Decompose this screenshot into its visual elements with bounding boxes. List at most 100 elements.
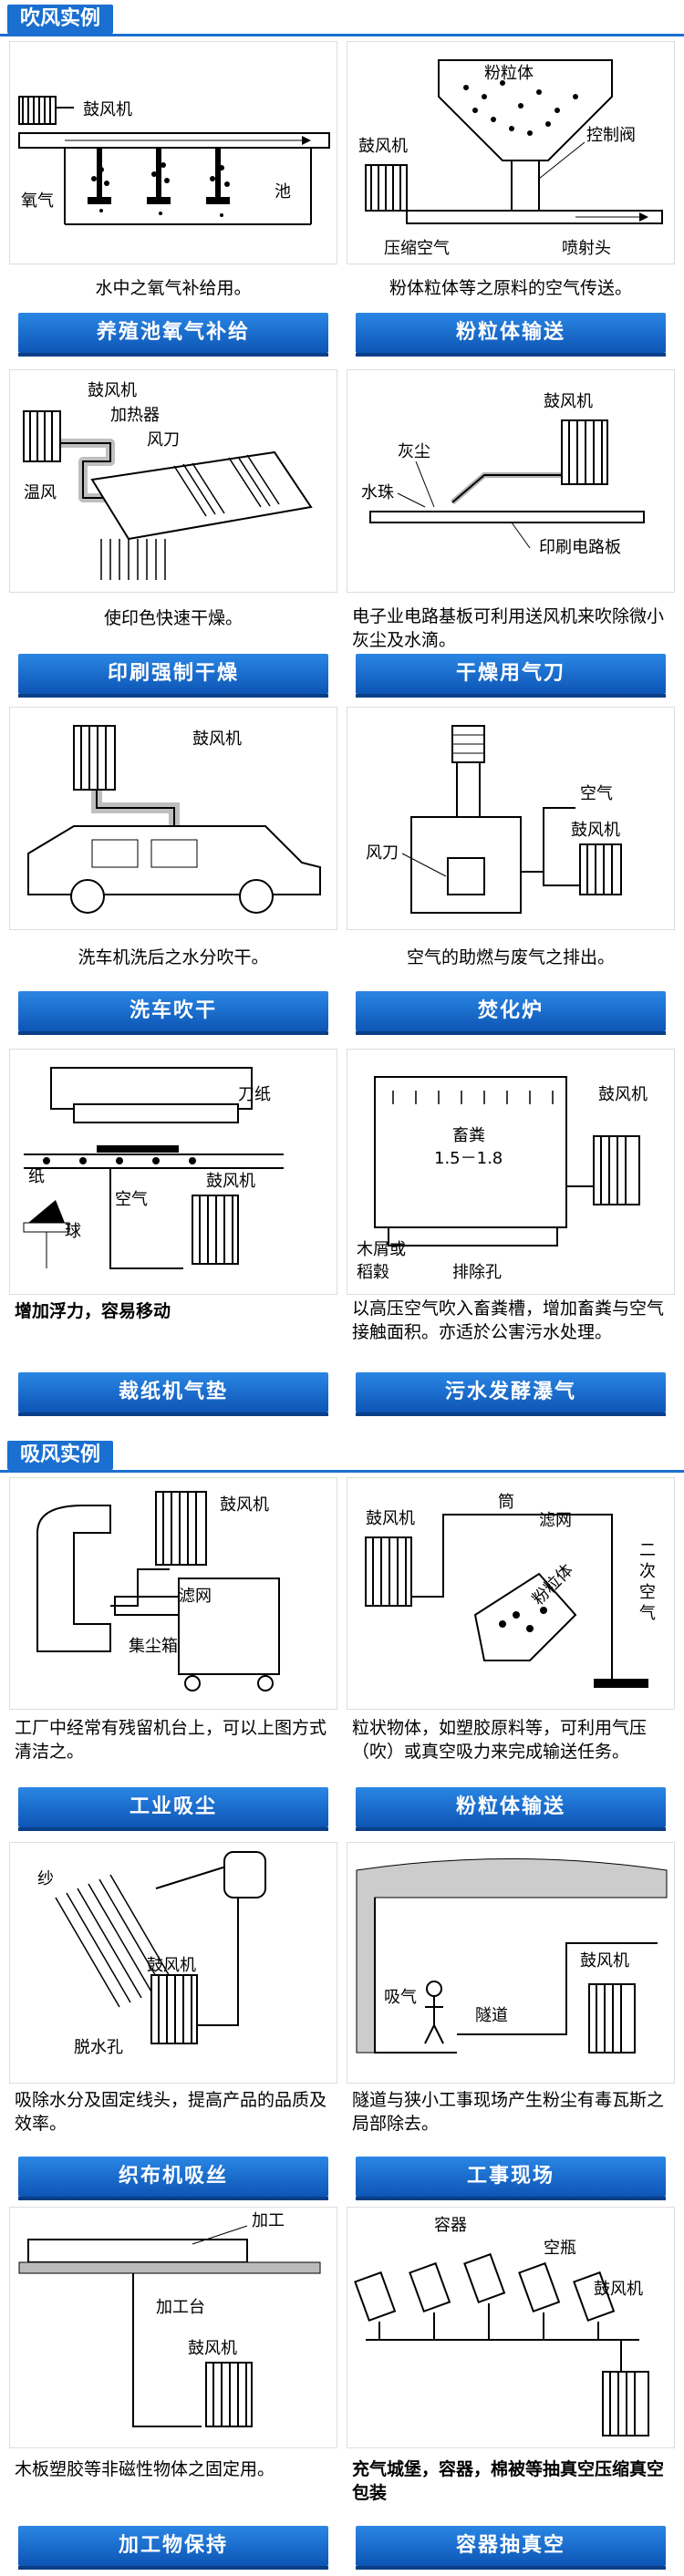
label-ball: 球 (65, 1222, 81, 1241)
label-blower: 鼓风机 (192, 729, 242, 749)
category-button-suction-powder[interactable]: 粉粒体输送 (356, 1787, 666, 1827)
card-air-knife: 鼓风机 灰尘 水珠 印刷电路板 电子业电路基板可利用送风机来吹除微小灰尘及水滴。… (347, 369, 675, 698)
category-button-pond-oxygen[interactable]: 养殖池氧气补给 (18, 313, 328, 353)
label-paper-knife: 刀纸 (238, 1085, 271, 1104)
card-wastewater-aeration: 畜粪 1.5－1.8 木屑或 稻穀 排除孔 鼓风机 以高压空气吹入畜粪槽，增加畜… (347, 1049, 675, 1416)
label-filter: 滤网 (179, 1587, 212, 1606)
label-oxygen: 氧气 (21, 191, 54, 211)
label-filter: 滤网 (539, 1511, 572, 1530)
card-description: 洗车机洗后之水分吹干。 (78, 947, 269, 967)
card-description: 隧道与狭小工事现场产生粉尘有毒瓦斯之局部除去。 (352, 2090, 665, 2134)
label-blower: 鼓风机 (206, 1172, 255, 1191)
label-blower: 鼓风机 (598, 1085, 648, 1104)
figure-pond: 鼓风机 氧气 池 (9, 41, 337, 264)
category-button-construction-site[interactable]: 工事现场 (356, 2157, 666, 2197)
category-button-incinerator[interactable]: 焚化炉 (356, 991, 666, 1031)
label-water-drop: 水珠 (361, 483, 394, 502)
category-button-car-wash[interactable]: 洗车吹干 (18, 991, 328, 1031)
card-description: 粒状物体，如塑胶原料等，可利用气压（吹）或真空吸力来完成输送任务。 (352, 1718, 648, 1762)
card-description: 电子业电路基板可利用送风机来吹除微小灰尘及水滴。 (352, 606, 665, 650)
label-air-knife: 风刀 (147, 430, 180, 450)
label-blower: 鼓风机 (83, 100, 132, 119)
section-title-blow: 吹风实例 (7, 5, 114, 34)
figure-container-vacuum: 容器 空瓶 鼓风机 (347, 2207, 675, 2448)
category-button-paper-cutter[interactable]: 裁纸机气垫 (18, 1372, 328, 1412)
label-empty-bottle: 空瓶 (544, 2239, 576, 2258)
card-pond-oxygen: 鼓风机 氧气 池 水中之氧气补给用。 养殖池氧气补给 (9, 41, 337, 360)
label-valve: 控制阀 (586, 126, 636, 145)
label-blower: 鼓风机 (358, 137, 408, 156)
label-blower: 鼓风机 (220, 1495, 269, 1515)
label-warm-air: 温风 (24, 483, 57, 502)
category-button-industrial-dust[interactable]: 工业吸尘 (18, 1787, 328, 1827)
figure-incinerator: 风刀 空气 鼓风机 (347, 707, 675, 930)
card-description: 粉体粒体等之原料的空气传送。 (389, 278, 632, 298)
card-workpiece-holding: 加工 加工台 鼓风机 木板塑胶等非磁性物体之固定用。 加工物保持 (9, 2207, 337, 2571)
label-heater: 加热器 (110, 406, 160, 425)
label-powder: 粉粒体 (484, 64, 534, 83)
label-container: 容器 (434, 2216, 467, 2235)
label-sawdust: 木屑或 (357, 1240, 406, 1259)
card-car-wash: 鼓风机 洗车机洗后之水分吹干。 洗车吹干 (9, 707, 337, 1035)
label-blower: 鼓风机 (594, 2280, 643, 2299)
category-button-powder-conveying[interactable]: 粉粒体输送 (356, 313, 666, 353)
label-paper: 纸 (28, 1167, 45, 1186)
label-suction: 吸气 (384, 1988, 417, 2007)
label-blower: 鼓风机 (544, 392, 593, 411)
label-air: 空气 (580, 784, 613, 803)
figure-construction: 鼓风机 吸气 隧道 (347, 1842, 675, 2084)
category-button-air-knife[interactable]: 干燥用气刀 (356, 654, 666, 694)
card-description: 增加浮力，容易移动 (15, 1301, 171, 1321)
label-pipe: 筒 (498, 1493, 514, 1512)
label-rice-husk: 稻穀 (357, 1263, 389, 1282)
card-container-vacuum: 容器 空瓶 鼓风机 充气城堡，容器，棉被等抽真空压缩真空包装 容器抽真空 (347, 2207, 675, 2571)
label-work-table: 加工台 (156, 2298, 205, 2317)
label-tunnel: 隧道 (475, 2006, 508, 2025)
label-air: 空气 (115, 1190, 148, 1209)
card-description: 水中之氧气补给用。 (95, 278, 252, 298)
section-divider (0, 34, 684, 36)
label-compressed-air: 压缩空气 (384, 239, 450, 258)
card-suction-powder: 鼓风机 筒 滤网 粉粒体 二 次 空 气 粒状物体，如塑胶原料等，可利用气压（吹… (347, 1477, 675, 1833)
category-button-wastewater-aeration[interactable]: 污水发酵瀑气 (356, 1372, 666, 1412)
category-button-container-vacuum[interactable]: 容器抽真空 (356, 2526, 666, 2566)
label-blower: 鼓风机 (147, 1956, 196, 1975)
card-description: 使印色快速干燥。 (103, 608, 243, 628)
category-button-loom-suction[interactable]: 织布机吸丝 (18, 2157, 328, 2197)
svg-text:次: 次 (639, 1562, 656, 1581)
category-button-print-drying[interactable]: 印刷强制干燥 (18, 654, 328, 694)
label-air-knife: 风刀 (366, 843, 399, 863)
card-paper-cutter: 刀纸 纸 球 空气 鼓风机 增加浮力，容易移动 裁纸机气垫 (9, 1049, 337, 1416)
label-yarn: 纱 (37, 1869, 54, 1888)
card-industrial-dust: 鼓风机 滤网 集尘箱 工厂中经常有残留机台上，可以上图方式清洁之。 工业吸尘 (9, 1477, 337, 1833)
card-print-drying: 鼓风机 加热器 风刀 温风 使印色快速干燥。 印刷强制干燥 (9, 369, 337, 698)
card-description: 木板塑胶等非磁性物体之固定用。 (15, 2459, 275, 2479)
figure-loom: 纱 鼓风机 脱水孔 (9, 1842, 337, 2084)
label-depth-range: 1.5－1.8 (434, 1149, 503, 1168)
card-description: 以高压空气吹入畜粪槽，增加畜粪与空气接触面积。亦适於公害污水处理。 (352, 1298, 665, 1342)
section-divider (0, 1470, 684, 1473)
figure-powder: 粉粒体 控制阀 鼓风机 压缩空气 喷射头 (347, 41, 675, 264)
label-processing: 加工 (252, 2211, 285, 2230)
figure-wastewater: 畜粪 1.5－1.8 木屑或 稻穀 排除孔 鼓风机 (347, 1049, 675, 1295)
card-construction-site: 鼓风机 吸气 隧道 隧道与狭小工事现场产生粉尘有毒瓦斯之局部除去。 工事现场 (347, 1842, 675, 2200)
figure-paper-cutter: 刀纸 纸 球 空气 鼓风机 (9, 1049, 337, 1295)
label-dust-box: 集尘箱 (129, 1637, 178, 1656)
label-manure: 畜粪 (452, 1126, 485, 1145)
label-drain-hole: 脱水孔 (74, 2038, 123, 2057)
label-pcb: 印刷电路板 (539, 538, 621, 557)
label-secondary-air: 二 (639, 1541, 656, 1560)
figure-workpiece: 加工 加工台 鼓风机 (9, 2207, 337, 2448)
label-dust: 灰尘 (398, 442, 430, 461)
svg-text:空: 空 (639, 1583, 656, 1602)
label-blower: 鼓风机 (580, 1951, 629, 1971)
card-loom-suction: 纱 鼓风机 脱水孔 吸除水分及固定线头，提高产品的品质及效率。 织布机吸丝 (9, 1842, 337, 2200)
category-button-workpiece-holding[interactable]: 加工物保持 (18, 2526, 328, 2566)
section-title-suction: 吸风实例 (7, 1441, 114, 1470)
svg-text:气: 气 (639, 1604, 656, 1623)
card-description: 工厂中经常有残留机台上，可以上图方式清洁之。 (15, 1718, 327, 1762)
card-description: 充气城堡，容器，棉被等抽真空压缩真空包装 (352, 2459, 665, 2503)
label-blower: 鼓风机 (188, 2339, 237, 2358)
label-blower: 鼓风机 (88, 381, 137, 400)
label-blower: 鼓风机 (571, 821, 620, 840)
